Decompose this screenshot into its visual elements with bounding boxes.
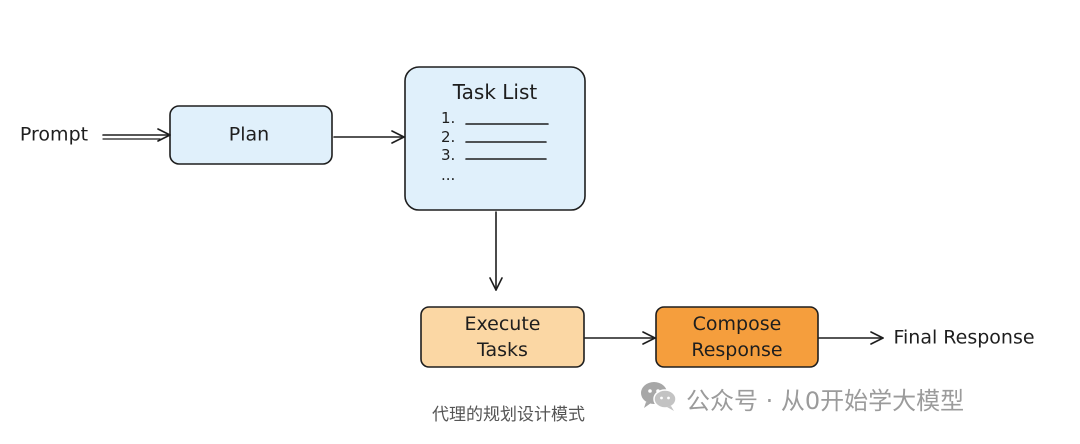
plan-label: Plan bbox=[228, 123, 270, 146]
compose-response-label: Compose Response bbox=[656, 311, 818, 363]
task-list-item-3: 3. bbox=[441, 146, 456, 164]
task-list-title: Task List bbox=[452, 80, 538, 104]
diagram-caption: 代理的规划设计模式 bbox=[432, 405, 585, 425]
final-response-label: Final Response bbox=[893, 326, 1035, 349]
watermark-text: 公众号 · 从0开始学大模型 bbox=[686, 386, 965, 415]
prompt-label: Prompt bbox=[19, 123, 89, 146]
watermark: 公众号 · 从0开始学大模型 bbox=[640, 381, 964, 415]
execute-label-line-1: Execute bbox=[464, 313, 541, 335]
task-list-item-1: 1. bbox=[441, 109, 456, 127]
execute-label-line-2: Tasks bbox=[477, 339, 528, 361]
execute-tasks-label: Execute Tasks bbox=[421, 311, 584, 363]
execute-tasks-box bbox=[420, 306, 585, 368]
wechat-icon bbox=[640, 380, 678, 416]
compose-label-line-2: Response bbox=[691, 339, 783, 361]
compose-label-line-1: Compose bbox=[692, 313, 782, 335]
compose-response-box bbox=[655, 306, 819, 368]
task-list-item-2: 2. bbox=[441, 128, 456, 146]
task-list-box bbox=[404, 66, 586, 211]
task-list-more: ... bbox=[441, 166, 456, 184]
